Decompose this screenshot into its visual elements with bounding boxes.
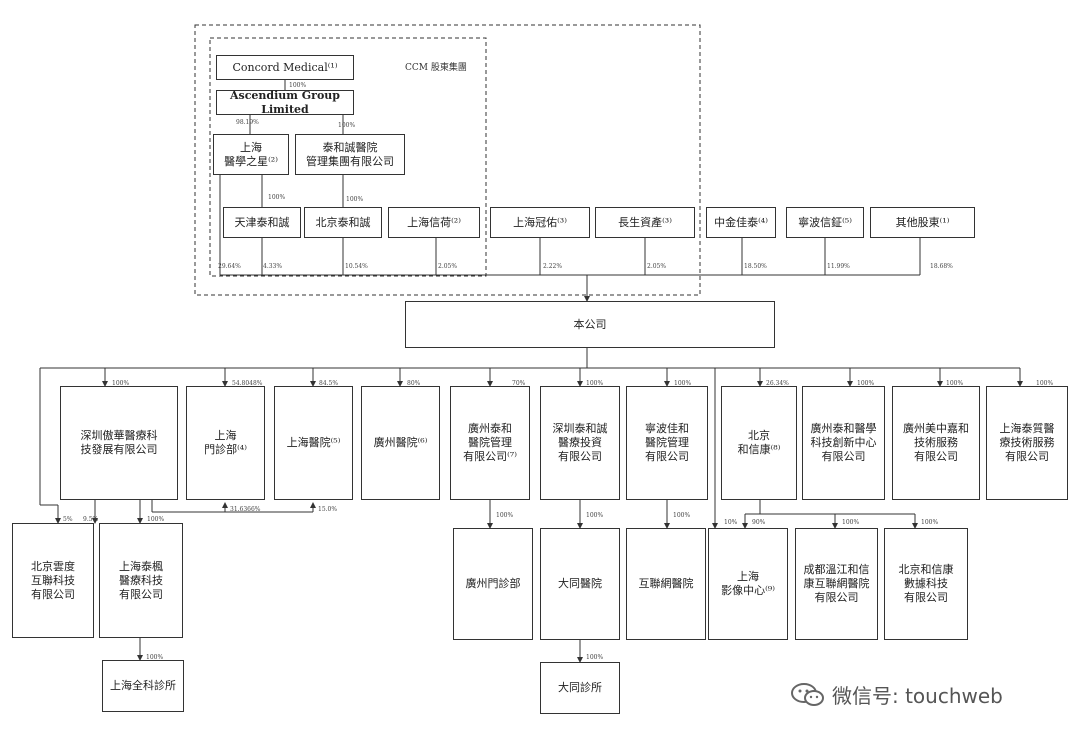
- pct-label: 90%: [752, 519, 766, 526]
- node-ascendium: Ascendium Group Limited: [216, 89, 354, 116]
- pct-label: 80%: [407, 380, 421, 387]
- node-sh-imaging: 上海 影像中心⁽⁹⁾: [708, 528, 788, 640]
- pct-label: 26.34%: [766, 380, 789, 387]
- node-shanghai-xinhe: 上海信荷⁽²⁾: [388, 207, 480, 238]
- node-sz-taihecheng-inv: 深圳泰和誠 醫療投資 有限公司: [540, 386, 620, 500]
- pct-label: 100%: [147, 516, 165, 523]
- node-bj-hexinkang-data: 北京和信康 數據科技 有限公司: [884, 528, 968, 640]
- pct-label: 2.05%: [438, 263, 458, 270]
- pct-label: 100%: [586, 654, 604, 661]
- node-beijing-hexinkang: 北京 和信康⁽⁸⁾: [721, 386, 797, 500]
- node-gz-meizhongjia: 廣州美中嘉和 技術服務 有限公司: [892, 386, 980, 500]
- pct-label: 100%: [112, 380, 130, 387]
- node-guangzhou-hospital: 廣州醫院⁽⁶⁾: [361, 386, 440, 500]
- node-chengdu: 成都溫江和信 康互聯網醫院 有限公司: [795, 528, 878, 640]
- node-sh-taizhi: 上海泰質醫 療技術服務 有限公司: [986, 386, 1068, 500]
- pct-label: 5%: [63, 516, 73, 523]
- node-tianjin-taihecheng: 天津泰和誠: [223, 207, 301, 238]
- pct-label: 100%: [586, 512, 604, 519]
- pct-label: 100%: [268, 194, 286, 201]
- pct-label: 100%: [346, 196, 364, 203]
- watermark: 微信号: touchweb: [790, 680, 1003, 709]
- node-bj-yundu: 北京雲度 互聯科技 有限公司: [12, 523, 94, 638]
- pct-label: 100%: [674, 380, 692, 387]
- pct-label: 18.50%: [744, 263, 767, 270]
- wechat-icon: [791, 682, 824, 706]
- pct-label: 98.19%: [236, 119, 259, 126]
- pct-label: 10.54%: [345, 263, 368, 270]
- node-sh-general-clinic: 上海全科診所: [102, 660, 184, 712]
- pct-label: 100%: [946, 380, 964, 387]
- node-zhongjin: 中金佳泰⁽⁴⁾: [706, 207, 776, 238]
- node-shanghai-hospital: 上海醫院⁽⁵⁾: [274, 386, 353, 500]
- pct-label: 100%: [842, 519, 860, 526]
- pct-label: 4.33%: [263, 263, 283, 270]
- node-shenzhen-aohua: 深圳傲華醫療科 技發展有限公司: [60, 386, 178, 500]
- pct-label: 84.5%: [319, 380, 339, 387]
- node-concord-medical: Concord Medical⁽¹⁾: [216, 55, 354, 80]
- pct-label: 18.68%: [930, 263, 953, 270]
- pct-label: 9.5%: [83, 516, 99, 523]
- pct-label: 100%: [586, 380, 604, 387]
- pct-label: 100%: [857, 380, 875, 387]
- pct-label: 54.8048%: [232, 380, 263, 387]
- pct-label: 100%: [146, 654, 164, 661]
- node-beijing-taihecheng: 北京泰和誠: [304, 207, 382, 238]
- node-changsheng: 長生資產⁽³⁾: [595, 207, 695, 238]
- pct-label: 100%: [1036, 380, 1054, 387]
- node-datong-hospital: 大同醫院: [540, 528, 620, 640]
- node-sh-taifeng: 上海泰楓 醫療科技 有限公司: [99, 523, 183, 638]
- pct-label: 2.05%: [647, 263, 667, 270]
- pct-label: 10%: [724, 519, 738, 526]
- node-shanghai-yixue: 上海 醫學之星⁽²⁾: [213, 134, 289, 175]
- pct-label: 100%: [673, 512, 691, 519]
- pct-label: 100%: [289, 82, 307, 89]
- pct-label: 100%: [338, 122, 356, 129]
- pct-label: 2.22%: [543, 263, 563, 270]
- pct-label: 29.64%: [218, 263, 241, 270]
- node-ningbo-jiahe: 寧波佳和 醫院管理 有限公司: [626, 386, 708, 500]
- node-gz-clinic: 廣州門診部: [453, 528, 533, 640]
- node-company: 本公司: [405, 301, 775, 348]
- pct-label: 100%: [496, 512, 514, 519]
- watermark-text: 微信号: touchweb: [832, 684, 1003, 708]
- node-taihecheng-group: 泰和誠醫院 管理集團有限公司: [295, 134, 405, 175]
- pct-label: 15.0%: [318, 506, 338, 513]
- node-gz-taihe-mgmt: 廣州泰和 醫院管理 有限公司⁽⁷⁾: [450, 386, 530, 500]
- pct-label: 11.99%: [827, 263, 850, 270]
- pct-label: 31.6366%: [230, 506, 261, 513]
- node-internet-hospital: 互聯網醫院: [626, 528, 706, 640]
- ccm-group-label: CCM 股東集團: [405, 63, 467, 73]
- node-shanghai-clinic: 上海 門診部⁽⁴⁾: [186, 386, 265, 500]
- node-shanghai-guanyou: 上海冠佑⁽³⁾: [490, 207, 590, 238]
- node-gz-taihe-medical: 廣州泰和醫學 科技創新中心 有限公司: [802, 386, 885, 500]
- pct-label: 100%: [921, 519, 939, 526]
- node-ningbo-xinzheng: 寧波信鉦⁽⁵⁾: [786, 207, 864, 238]
- pct-label: 70%: [512, 380, 526, 387]
- node-other-shareholders: 其他股東⁽¹⁾: [870, 207, 975, 238]
- node-datong-clinic: 大同診所: [540, 662, 620, 714]
